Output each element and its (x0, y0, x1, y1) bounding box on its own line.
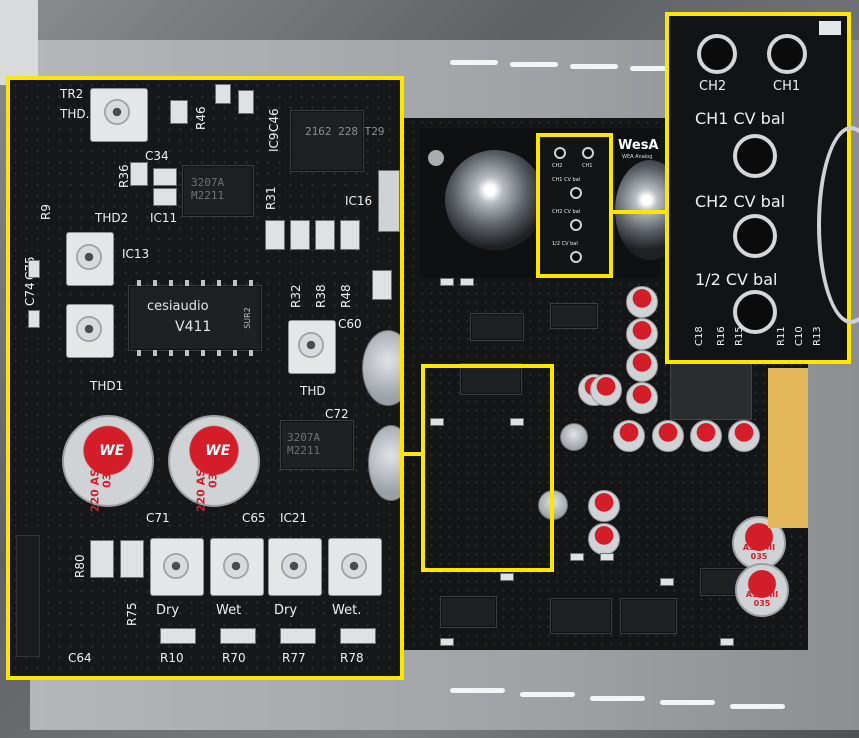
thd2-trimmer (66, 232, 114, 286)
capacitor (626, 350, 658, 382)
label-thd1: THD1 (90, 379, 124, 393)
tr2-trimmer (90, 88, 148, 142)
ic9: 2162 228 T29 (290, 110, 384, 172)
capacitor (626, 318, 658, 350)
label-wet-1: Wet (216, 603, 242, 618)
screw (428, 150, 444, 166)
relay (670, 358, 752, 420)
capacitor (590, 374, 622, 406)
capacitor (652, 420, 684, 452)
capacitor (728, 420, 760, 452)
label-thd-top: THD. (60, 107, 90, 121)
ic (470, 313, 524, 341)
label-tr2: TR2 (60, 87, 84, 101)
ch1-cv-jack (733, 134, 777, 178)
vacuum-tube-1 (445, 150, 545, 250)
capacitor (690, 420, 722, 452)
ic11-chip: 3207A M2211 (182, 165, 254, 217)
capacitor (626, 286, 658, 318)
chassis-corner (0, 0, 38, 85)
ch2-jack (697, 34, 737, 74)
ic13-main-chip: cesiaudio V411 SUR2 (128, 280, 262, 356)
label-thd2: THD2 (95, 211, 129, 225)
capacitor (626, 382, 658, 414)
thd-trimmer (288, 320, 336, 374)
dry-pot-2 (268, 538, 322, 596)
ch1-jack (767, 34, 807, 74)
capacitor (613, 420, 645, 452)
wet-pot-1 (210, 538, 264, 596)
label-ch1: CH1 (773, 79, 801, 94)
panel-sub: WEA Analog (622, 154, 653, 160)
brand-edge (819, 21, 841, 35)
ic (460, 363, 522, 395)
label-half-cv-bal: 1/2 CV bal (695, 270, 778, 289)
half-cv-jack (733, 290, 777, 334)
capacitor-c71: WE 220 ASLI-III 035 (62, 415, 154, 512)
zoom-frame-left (6, 76, 404, 680)
zoom-panel-right: CH2 CH1 CH1 CV bal CH2 CV bal 1/2 CV bal… (665, 12, 859, 364)
label-dry-1: Dry (156, 603, 180, 618)
label-thd: THD (300, 384, 326, 398)
capacitor-c60 (362, 330, 400, 406)
label-ch2-cv-bal: CH2 CV bal (695, 192, 786, 211)
label-ch1-cv-bal: CH1 CV bal (695, 109, 786, 128)
zoom-connector (400, 452, 422, 456)
capacitor (560, 423, 588, 451)
tube-edge (817, 126, 859, 324)
ic (550, 598, 612, 634)
thd1-trimmer (66, 304, 114, 358)
ic-model: V411 (175, 319, 212, 335)
capacitor-c65: WE 220 ASLI-III 035 (168, 415, 260, 512)
wet-pot-2 (328, 538, 382, 596)
panel-brand: WesA (618, 138, 659, 153)
ic21-chip: 3207A M2211 (280, 420, 354, 470)
ic-brand: cesiaudio (147, 299, 209, 314)
ic (550, 303, 598, 329)
ch2-cv-jack (733, 214, 777, 258)
capacitor (588, 523, 620, 555)
ic (620, 598, 677, 634)
label-dry-2: Dry (274, 603, 298, 618)
highlight-frame-center (421, 364, 554, 572)
label-wet-2: Wet. (332, 603, 362, 618)
highlight-frame-panel: CH2 CH1 CH1 CV bal CH2 CV bal 1/2 CV bal (536, 133, 613, 278)
label-ch2: CH2 (699, 79, 727, 94)
ic (440, 596, 497, 628)
edge-connector (768, 368, 808, 528)
capacitor (588, 490, 620, 522)
zoom-panel-left: TR2 THD. R46 R36 C34 2162 228 T29 IC9 C4… (10, 80, 400, 676)
zoom-connector (613, 210, 665, 214)
dry-pot-1 (150, 538, 204, 596)
